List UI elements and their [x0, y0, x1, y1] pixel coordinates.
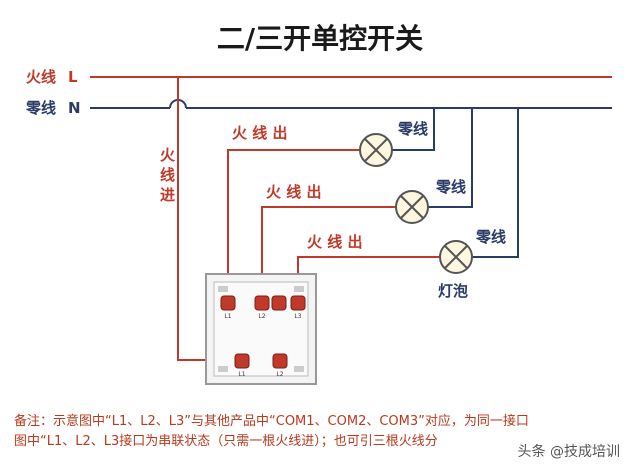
live-out-label-3: 火 线 出	[307, 233, 362, 251]
live-in-label-3: 进	[160, 186, 175, 204]
lamp-neutral-label-3: 零线	[475, 228, 506, 246]
top-terminal-2	[254, 295, 270, 311]
footnote: 备注：示意图中“L1、L2、L3”与其他产品中“COM1、COM2、COM3”对…	[14, 412, 624, 452]
live-line-label: 火线	[26, 68, 56, 86]
top-terminal-label-2: L2	[258, 313, 265, 320]
lamp-1	[359, 133, 393, 167]
live-line-letter: L	[68, 68, 78, 86]
bottom-terminal-2	[272, 353, 288, 369]
live-out-wire-1	[227, 149, 360, 300]
lamp-3	[439, 240, 473, 274]
lamp-neutral-wire-1	[392, 108, 435, 151]
lamp-neutral-label-1: 零线	[397, 120, 428, 138]
live-out-wire-2	[261, 206, 396, 300]
top-terminal-3	[290, 295, 306, 311]
neutral-line-label: 零线	[25, 99, 56, 117]
diagram-title: 二/三开单控开关	[217, 22, 423, 55]
top-terminal-1	[220, 295, 236, 311]
live-out-label-2: 火 线 出	[266, 183, 321, 201]
bottom-terminal-label-1: L1	[238, 371, 245, 378]
lamp-label: 灯泡	[438, 282, 468, 300]
live-in-label-2: 线	[160, 166, 175, 184]
top-terminal-label-1: L1	[224, 313, 231, 320]
neutral-line-letter: N	[68, 99, 81, 117]
footnote-line-1: 备注：示意图中“L1、L2、L3”与其他产品中“COM1、COM2、COM3”对…	[14, 414, 529, 429]
live-out-label-1: 火 线 出	[232, 124, 287, 142]
watermark: 头条 @技成培训	[511, 439, 626, 463]
lamp-neutral-wire-2	[428, 108, 473, 208]
bottom-terminal-label-2: L2	[276, 371, 283, 378]
top-terminal-label-3: L3	[294, 313, 301, 320]
lamp-2	[395, 190, 429, 224]
top-terminal-2b	[271, 295, 287, 311]
footnote-line-2: 图中“L1、L2、L3接口为串联状态（只需一根火线进）；也可引三根火线分	[14, 434, 438, 449]
live-out-wire-3	[297, 256, 440, 300]
live-in-label-1: 火	[160, 146, 176, 164]
lamp-neutral-label-2: 零线	[435, 178, 466, 196]
switch-module	[205, 273, 317, 385]
lamp-neutral-wire-3	[472, 108, 519, 258]
bottom-terminal-1	[234, 353, 250, 369]
